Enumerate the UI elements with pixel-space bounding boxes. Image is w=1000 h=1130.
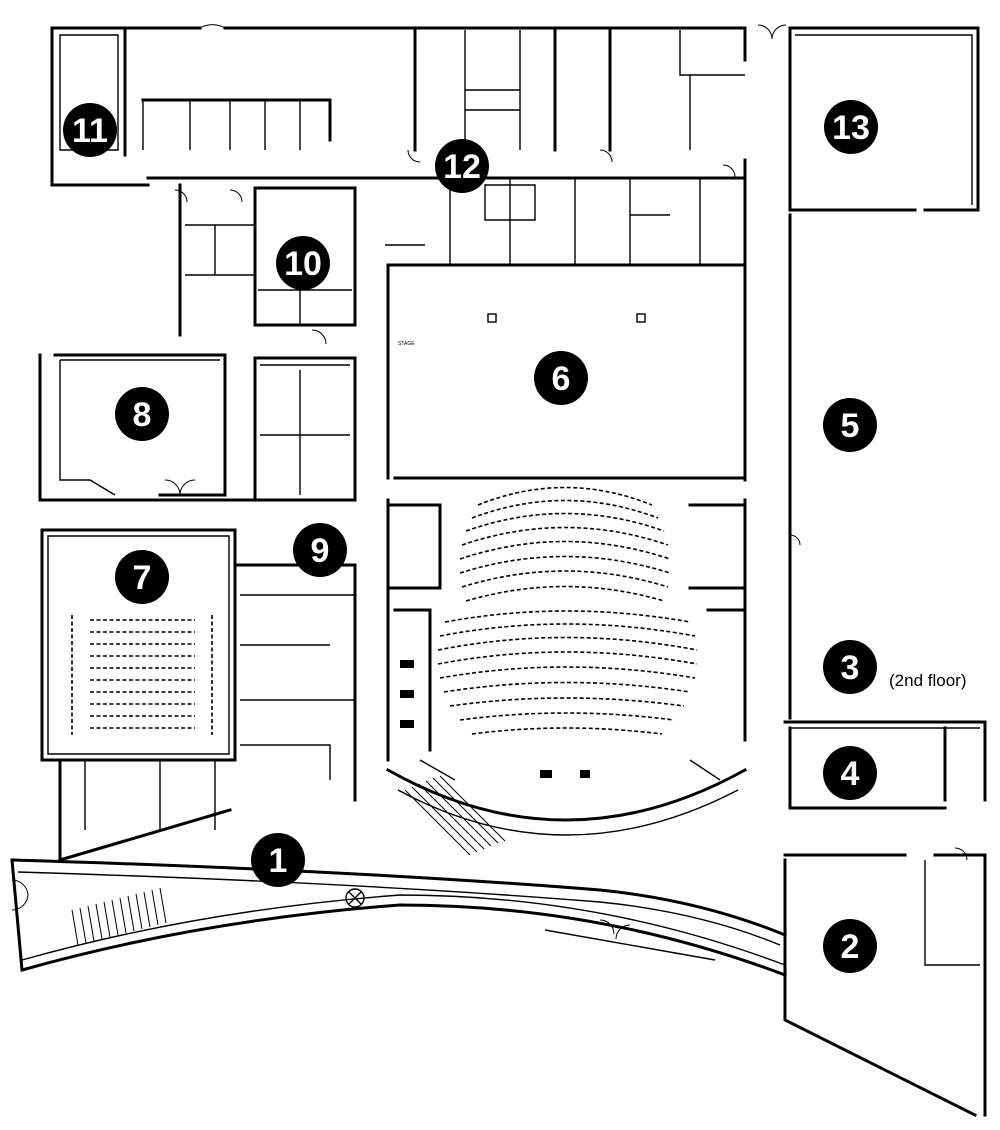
room-marker-4-label: 4 xyxy=(841,755,860,793)
second-floor-note: (2nd floor) xyxy=(889,671,966,690)
room-marker-1-label: 1 xyxy=(269,842,288,880)
room-marker-13[interactable]: 13 xyxy=(824,100,878,154)
room-marker-1[interactable]: 1 xyxy=(251,833,305,887)
room-marker-9-label: 9 xyxy=(311,532,330,570)
lobby-stairs xyxy=(404,775,506,856)
room-marker-5[interactable]: 5 xyxy=(823,398,877,452)
east-wing xyxy=(757,24,980,720)
room-marker-11-label: 11 xyxy=(72,112,108,150)
room-marker-8-label: 8 xyxy=(133,396,152,434)
room-marker-11[interactable]: 11 xyxy=(63,103,117,157)
room-marker-3[interactable]: 3 xyxy=(823,640,877,694)
room-marker-10[interactable]: 10 xyxy=(276,236,330,290)
room-marker-3-label: 3 xyxy=(841,649,860,687)
room-marker-13-label: 13 xyxy=(832,109,870,147)
room-marker-7-label: 7 xyxy=(133,559,152,597)
main-auditorium xyxy=(385,486,748,856)
room-marker-2[interactable]: 2 xyxy=(823,919,877,973)
balcony-seating xyxy=(459,486,671,602)
studio-seating xyxy=(71,615,213,735)
svg-text:STAGE: STAGE xyxy=(398,341,415,347)
studio-theatre xyxy=(40,528,357,862)
room-marker-7[interactable]: 7 xyxy=(115,550,169,604)
room-marker-6-label: 6 xyxy=(552,360,571,398)
orchestra-seating xyxy=(437,610,698,735)
lobby-stair-west xyxy=(71,887,167,946)
room-marker-12[interactable]: 12 xyxy=(435,139,489,193)
room-marker-9[interactable]: 9 xyxy=(293,523,347,577)
room-marker-10-label: 10 xyxy=(284,245,322,283)
stage-house: STAGE xyxy=(385,244,747,482)
west-mid-rooms xyxy=(38,183,357,502)
south-lobby xyxy=(10,858,787,977)
room-marker-6[interactable]: 6 xyxy=(534,351,588,405)
room-marker-12-label: 12 xyxy=(443,148,481,186)
room-marker-2-label: 2 xyxy=(841,928,860,966)
room-marker-4[interactable]: 4 xyxy=(823,746,877,800)
room-marker-5-label: 5 xyxy=(841,407,860,445)
room-marker-8[interactable]: 8 xyxy=(115,387,169,441)
north-wing xyxy=(50,24,747,272)
east-rooms xyxy=(783,720,987,1118)
